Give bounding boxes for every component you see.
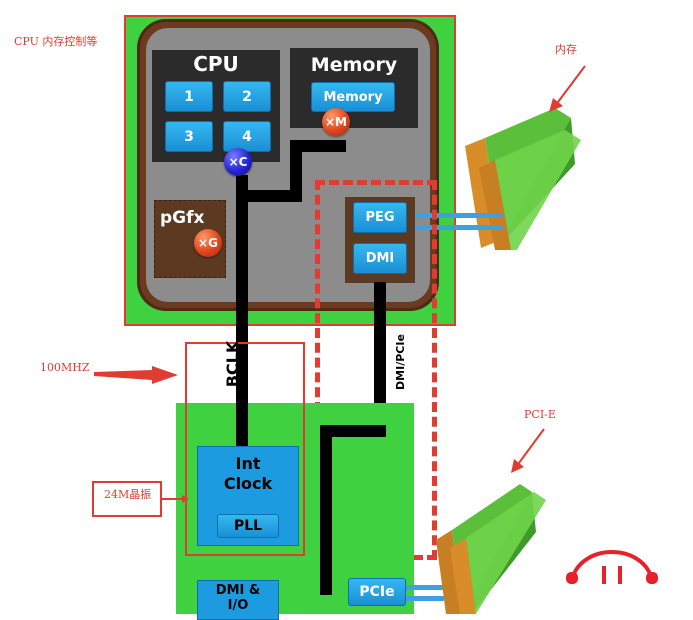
int-clock-label: Int Clock <box>223 454 273 493</box>
memory-title: Memory <box>310 54 398 76</box>
pcie-bus-line-2 <box>406 596 444 601</box>
peg-port: PEG <box>353 202 407 233</box>
memory-bus-line-1 <box>415 213 503 218</box>
pll-box: PLL <box>217 514 279 538</box>
crystal-annotation-box <box>92 481 162 517</box>
crystal-arrow <box>162 495 189 503</box>
dmi-io-block <box>197 580 279 620</box>
annotation-pcie: PCI-E <box>524 408 556 421</box>
core-2: 2 <box>223 81 271 112</box>
wire-h-memory <box>290 140 346 152</box>
annotation-bclk-frequency: 100MHZ <box>40 361 90 374</box>
multiplier-g-badge: ×G <box>194 229 222 257</box>
core-3: 3 <box>165 121 213 152</box>
bclk-wire-pch <box>236 403 248 448</box>
dmi-wire-pch <box>320 425 332 595</box>
pcie-cards <box>436 484 546 614</box>
memory-controller-button: Memory <box>311 82 395 112</box>
dmi-port: DMI <box>353 243 407 274</box>
core-4: 4 <box>223 121 271 152</box>
dmi-io-label: DMI & I/O <box>215 583 261 613</box>
core-1: 1 <box>165 81 213 112</box>
pch-pcie-port: PCIe <box>348 578 406 606</box>
memory-bus-line-2 <box>415 225 503 230</box>
cpu-title: CPU <box>193 52 239 76</box>
multiplier-c-badge: ×C <box>224 148 252 176</box>
pcie-bus-line-1 <box>406 585 444 590</box>
bclk-arrow <box>94 366 178 384</box>
annotation-memory: 内存 <box>555 43 577 56</box>
pcie-arrow <box>511 428 545 473</box>
wire-h-top <box>236 190 296 202</box>
dmi-wire-pch-h <box>320 425 386 437</box>
annotation-crystal: 24M晶振 <box>104 488 152 501</box>
multiplier-m-badge: ×M <box>322 108 350 136</box>
logo-icon <box>566 550 658 585</box>
bclk-label: BCLK <box>223 340 242 388</box>
memory-modules <box>465 108 581 250</box>
pgfx-label: pGfx <box>160 208 205 228</box>
wire-v-memory <box>290 140 302 202</box>
dmi-pcie-label: DMI/PCIe <box>394 334 407 390</box>
cpu-highlight-box <box>124 15 456 326</box>
memory-arrow <box>549 65 586 112</box>
bclk-highlight-box <box>185 342 305 556</box>
annotation-cpu-memory-controller: CPU 内存控制等 <box>14 35 98 48</box>
dmi-wire-vertical <box>374 282 386 434</box>
